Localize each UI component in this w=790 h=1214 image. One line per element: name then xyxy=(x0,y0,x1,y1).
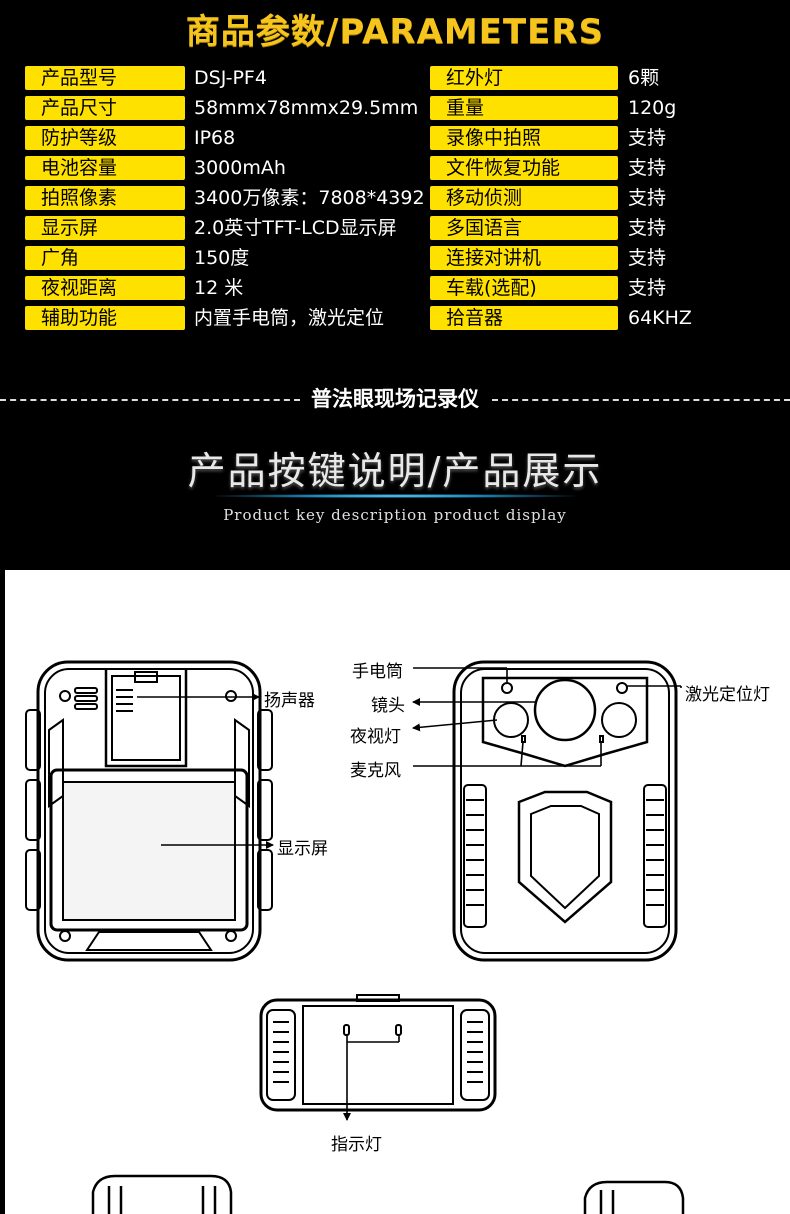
title-glow xyxy=(215,494,575,498)
spec-label: 产品尺寸 xyxy=(25,96,185,120)
spec-label: 录像中拍照 xyxy=(430,126,618,150)
spec-label: 多国语言 xyxy=(430,216,618,240)
spec-value: 支持 xyxy=(628,187,667,209)
spec-value: 内置手电筒，激光定位 xyxy=(194,307,385,329)
screen-label: 显示屏 xyxy=(277,839,328,859)
spec-label: 广角 xyxy=(25,246,185,270)
device-front-view xyxy=(452,660,678,962)
spec-label: 拍照像素 xyxy=(25,186,185,210)
section-title: 产品按键说明/产品展示 xyxy=(187,449,603,493)
dash-line-left xyxy=(0,399,300,401)
microphone-label: 麦克风 xyxy=(350,761,401,781)
spec-value: 3400万像素：7808*4392 xyxy=(194,187,425,209)
spec-label: 显示屏 xyxy=(25,216,185,240)
product-diagram-panel: 扬声器 显示屏 手电筒 镜头 夜视灯 麦克风 激光定位灯 指示灯 xyxy=(5,570,790,1214)
night-light-label: 夜视灯 xyxy=(350,727,401,747)
device-back-view xyxy=(25,660,273,962)
spec-label: 拾音器 xyxy=(430,306,618,330)
spec-label: 移动侦测 xyxy=(430,186,618,210)
divider-text: 普法眼现场记录仪 xyxy=(301,387,489,411)
speaker-label: 扬声器 xyxy=(264,691,315,711)
spec-value: 3000mAh xyxy=(194,157,286,179)
dash-line-right xyxy=(492,399,790,401)
spec-label: 防护等级 xyxy=(25,126,185,150)
indicator-label: 指示灯 xyxy=(331,1135,382,1155)
spec-value: 64KHZ xyxy=(628,307,692,329)
spec-label: 连接对讲机 xyxy=(430,246,618,270)
spec-value: 6颗 xyxy=(628,67,660,89)
flashlight-label: 手电筒 xyxy=(352,662,403,682)
spec-label: 红外灯 xyxy=(430,66,618,90)
parameters-header: 商品参数/PARAMETERS xyxy=(0,0,790,52)
spec-label: 重量 xyxy=(430,96,618,120)
spec-value: 支持 xyxy=(628,217,667,239)
lens-label: 镜头 xyxy=(371,696,405,716)
spec-value: 2.0英寸TFT-LCD显示屏 xyxy=(194,217,397,239)
section-subtitle: Product key description product display xyxy=(223,506,567,524)
spec-value: 支持 xyxy=(628,247,667,269)
device-partial-views xyxy=(91,1174,685,1214)
spec-label: 车载(选配) xyxy=(430,276,618,300)
spec-value: 支持 xyxy=(628,277,667,299)
device-top-view xyxy=(259,994,497,1112)
product-diagram xyxy=(25,660,685,1214)
spec-label: 产品型号 xyxy=(25,66,185,90)
spec-label: 文件恢复功能 xyxy=(430,156,618,180)
spec-value: DSJ-PF4 xyxy=(194,67,267,89)
spec-value: 58mmx78mmx29.5mm xyxy=(194,97,419,119)
spec-value: 120g xyxy=(628,97,677,119)
callout-arrows xyxy=(137,667,682,1121)
spec-value: 12 米 xyxy=(194,277,244,299)
spec-label: 夜视距离 xyxy=(25,276,185,300)
spec-label: 电池容量 xyxy=(25,156,185,180)
spec-value: 支持 xyxy=(628,127,667,149)
spec-value: IP68 xyxy=(194,127,236,149)
spec-label: 辅助功能 xyxy=(25,306,185,330)
spec-value: 支持 xyxy=(628,157,667,179)
divider: 普法眼现场记录仪 xyxy=(0,384,790,414)
laser-label: 激光定位灯 xyxy=(685,685,770,705)
spec-value: 150度 xyxy=(194,247,250,269)
parameters-title: 商品参数/PARAMETERS xyxy=(185,12,605,52)
